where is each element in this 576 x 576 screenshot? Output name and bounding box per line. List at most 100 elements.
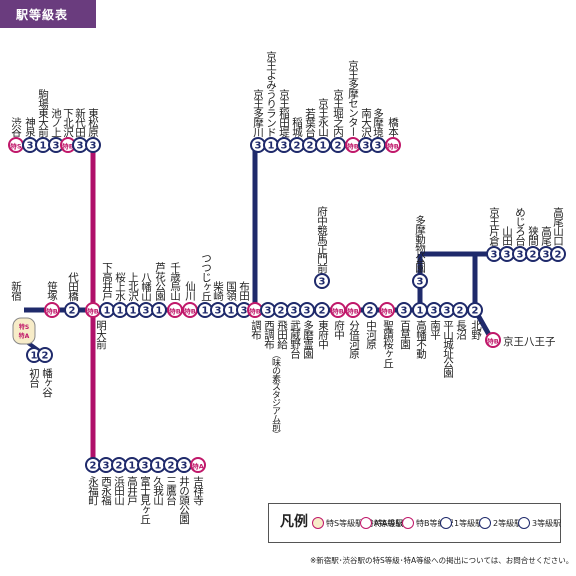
fujimigaoka-marker: 3 (137, 457, 153, 473)
legend-item: 特B等級駅 (402, 517, 454, 529)
shinsen-marker: 3 (22, 137, 38, 153)
station-label-shimotakaido: 下高井戸 (101, 262, 113, 300)
svg-text:3: 3 (431, 306, 438, 317)
musashinodai-marker: 3 (286, 302, 302, 318)
hatagaya-marker: 2 (37, 347, 53, 363)
legend-marker-icon (402, 517, 414, 529)
svg-text:1: 1 (228, 306, 235, 317)
sasazuka-marker: 特B (44, 302, 60, 318)
svg-text:3: 3 (363, 141, 370, 152)
sengawa-marker: 特B (182, 302, 198, 318)
legend-label: 特B等級駅 (416, 518, 454, 528)
inokashirakoen-marker: 3 (176, 457, 192, 473)
station-label-shinsen: 神泉 (24, 117, 36, 136)
svg-text:3: 3 (53, 141, 60, 152)
svg-text:1: 1 (320, 141, 327, 152)
svg-text:2: 2 (294, 141, 301, 152)
station-label-wakabadai: 若葉台 (304, 107, 316, 137)
footnote: ※新宿駅･渋谷駅の特S等級･特A等級への掲出については、お問合せください。 (310, 556, 574, 565)
svg-text:3: 3 (504, 250, 511, 261)
svg-text:2: 2 (90, 461, 97, 472)
seisekisakuragaoka-marker: 特B (379, 302, 395, 318)
station-label-takaosanguchi: 高尾山口 (552, 207, 564, 245)
station-label-shibasaki: 柴崎 (212, 281, 224, 300)
shinjuku-grade-text-2: 特A (19, 332, 30, 340)
legend-marker-icon (518, 517, 530, 529)
svg-text:特B: 特B (62, 142, 74, 151)
keioinadazutsumi-marker: 3 (276, 137, 292, 153)
meidaimae-marker: 特B (85, 302, 101, 318)
station-label-shindaita: 新代田 (74, 107, 86, 137)
station-label-kokuryo: 国領 (225, 281, 237, 300)
station-label-tamareien: 多磨霊園 (302, 320, 314, 358)
kamikitazawa-marker: 1 (125, 302, 141, 318)
station-label-nakagawara: 中河原 (365, 320, 377, 349)
station-label-fuda: 布田 (238, 281, 250, 300)
station-label-keionagayama: 京王永山 (317, 98, 329, 136)
keionagayama-marker: 1 (315, 137, 331, 153)
legend-marker-icon (312, 517, 324, 529)
svg-text:2: 2 (168, 461, 175, 472)
legend-marker-icon (440, 517, 452, 529)
minamidaira-marker: 3 (426, 302, 442, 318)
fuchukeibaseimonmae-marker: 3 (314, 273, 330, 289)
svg-text:特B: 特B (381, 307, 393, 316)
station-label-keiotamagawa: 京王多摩川 (252, 88, 264, 137)
svg-text:1: 1 (156, 306, 163, 317)
station-label-ikenoue: 池ノ上 (50, 107, 62, 137)
station-label-minamidaira: 南平 (429, 320, 441, 339)
station-label-keioinadazutsumi: 京王稲田堤 (278, 88, 290, 137)
shibuya-marker: 特S (8, 137, 24, 153)
station-label-mitakadai: 三鷹台 (165, 476, 177, 505)
station-label-komabatodaimae: 駒場東大前 (37, 88, 49, 137)
legend-item: 2等級駅 (479, 517, 522, 529)
takahatafudo-marker: 1 (412, 302, 428, 318)
station-label-musashinodai: 武蔵野台 (289, 320, 301, 358)
svg-text:特B: 特B (347, 142, 359, 151)
station-label-sasazuka: 笹塚 (46, 281, 58, 300)
svg-text:3: 3 (215, 306, 222, 317)
kugayama-marker: 1 (150, 457, 166, 473)
station-label-seisekisakuragaoka: 聖蹟桜ヶ丘 (382, 320, 394, 368)
svg-text:2: 2 (319, 306, 326, 317)
keiohorinouchi-marker: 2 (330, 137, 346, 153)
keiokatakura-marker: 3 (486, 246, 502, 262)
svg-text:3: 3 (181, 461, 188, 472)
shindaita-marker: 3 (72, 137, 88, 153)
station-label-takao: 高尾 (540, 226, 552, 245)
svg-text:2: 2 (530, 250, 537, 261)
svg-text:3: 3 (241, 306, 248, 317)
svg-text:2: 2 (116, 461, 123, 472)
station-label-kitano: 北野 (470, 320, 482, 339)
higashifuchu-marker: 2 (314, 302, 330, 318)
sakurajosui-marker: 1 (112, 302, 128, 318)
station-label-mogusaen: 百草園 (399, 320, 411, 349)
svg-text:2: 2 (307, 141, 314, 152)
kokuryo-marker: 1 (223, 302, 239, 318)
station-label-tamadobutsukoen: 多摩動物公園 (414, 215, 426, 272)
keiotamacenter-marker: 特B (345, 137, 361, 153)
svg-text:2: 2 (278, 306, 285, 317)
nishichofu-marker: 3 (260, 302, 276, 318)
svg-text:1: 1 (417, 306, 424, 317)
station-label-keiohachioji: 京王八王子 (503, 336, 556, 348)
station-label-nishichofu: 西調布 (263, 320, 275, 349)
svg-text:特B: 特B (46, 307, 58, 316)
shimotakaido-marker: 1 (99, 302, 115, 318)
svg-text:3: 3 (27, 141, 34, 152)
svg-text:3: 3 (444, 306, 451, 317)
station-label-yamada: 山田 (501, 226, 513, 245)
shinjuku-grade-text-1: 特S (19, 323, 29, 331)
legend-marker-icon (479, 517, 491, 529)
station-label-tamasakai: 多摩境 (372, 107, 384, 137)
station-label-hazama: 狭間 (527, 226, 539, 245)
legend-label: 2等級駅 (493, 518, 523, 528)
tsutsujigaoka-marker: 1 (197, 302, 213, 318)
svg-text:特S: 特S (10, 142, 22, 151)
svg-text:特A: 特A (192, 462, 204, 471)
svg-text:1: 1 (117, 306, 124, 317)
nishieifuku-marker: 3 (98, 457, 114, 473)
station-label-fuchu: 府中 (333, 320, 345, 339)
station-label-shimokitazawa: 下北沢 (62, 107, 74, 137)
station-label-fuchukeibaseimonmae: 府中競馬正門前 (316, 205, 328, 273)
